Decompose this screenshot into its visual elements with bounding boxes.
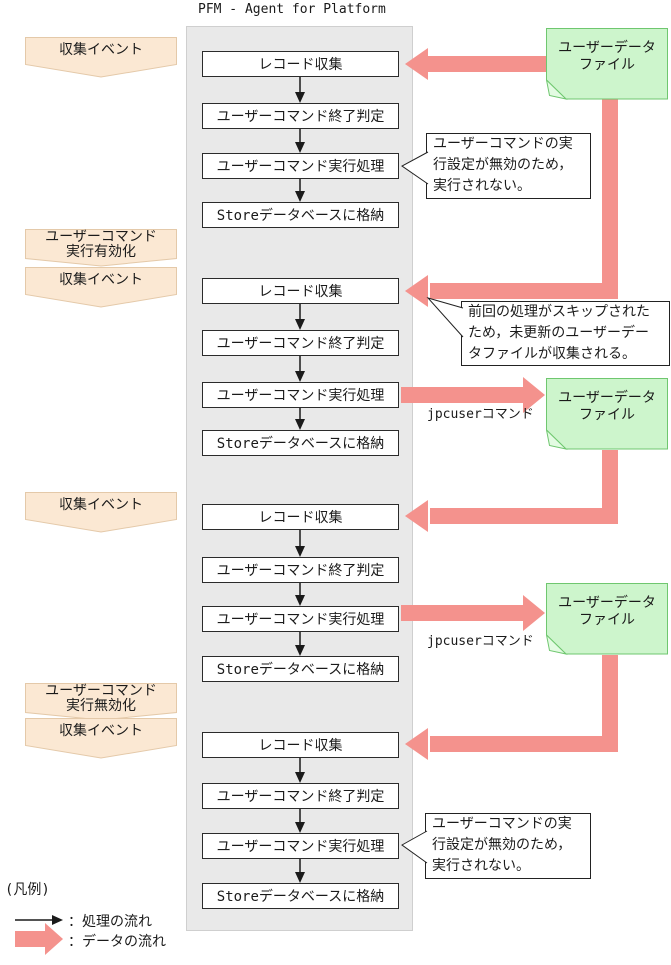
flow-step-cmd-exec-1: ユーザーコマンド実行処理: [202, 153, 399, 179]
event-banner-label: 収集イベント: [59, 723, 143, 739]
data-flow-arrow-note3-to-record4: [405, 655, 618, 760]
callout-line: ユーザーコマンドの実: [432, 816, 572, 832]
callout-exec-disabled-2: ユーザーコマンドの実 行設定が無効のため， 実行されない。: [425, 813, 591, 879]
event-banner-label: ユーザーコマンド: [45, 683, 157, 699]
event-banner-cmd-enable: ユーザーコマンド 実行有効化: [25, 229, 177, 267]
data-flow-arrow-note2-to-record3: [405, 450, 618, 532]
callout-exec-disabled-1: ユーザーコマンドの実 行設定が無効のため， 実行されない。: [426, 133, 591, 199]
callout-line: 行設定が無効のため，: [432, 837, 572, 853]
process-flow-arrows: [295, 77, 305, 883]
note-label: ユーザーデータ: [558, 40, 656, 56]
flow-step-store-db-3: Storeデータベースに格納: [202, 656, 399, 682]
note-label: ユーザーデータ: [558, 595, 656, 611]
legend-heading: (凡例): [5, 882, 50, 898]
user-data-file-note-3: ユーザーデータ ファイル: [546, 583, 668, 655]
flow-step-cmd-exec-4: ユーザーコマンド実行処理: [202, 833, 399, 859]
legend-data-flow-label: ：データの流れ: [68, 934, 166, 950]
note-label: ユーザーデータ: [558, 390, 656, 406]
callout-skipped-collect: 前回の処理がスキップされた ため，未更新のユーザーデー タファイルが収集される。: [461, 301, 670, 366]
callout-line: 実行されない。: [433, 178, 531, 194]
event-banner-collect-3: 収集イベント: [25, 492, 177, 533]
legend-process-flow-label: ：処理の流れ: [68, 914, 152, 930]
legend-data-arrow: [15, 923, 63, 955]
data-flow-arrow-note1-to-record2: [405, 98, 618, 307]
flow-step-store-db-4: Storeデータベースに格納: [202, 883, 399, 909]
user-data-file-note-2: ユーザーデータ ファイル: [546, 378, 668, 450]
note-label: ファイル: [579, 407, 635, 423]
event-banner-label: 実行無効化: [66, 698, 136, 714]
event-banner-collect-2: 収集イベント: [25, 267, 177, 308]
flow-step-record-collect-2: レコード収集: [202, 278, 399, 304]
callout-line: 前回の処理がスキップされた: [468, 304, 650, 320]
flow-step-cmd-exec-2: ユーザーコマンド実行処理: [202, 382, 399, 408]
flow-step-cmd-end-judge-1: ユーザーコマンド終了判定: [202, 103, 399, 129]
data-flow-arrow-exec3-to-note3: [401, 595, 545, 631]
event-banner-label: 収集イベント: [59, 272, 143, 288]
flow-step-store-db-2: Storeデータベースに格納: [202, 430, 399, 456]
event-banner-label: 収集イベント: [59, 497, 143, 513]
jpcuser-command-label-2: jpcuserコマンド: [427, 634, 534, 649]
note-label: ファイル: [579, 612, 635, 628]
event-banner-label: 収集イベント: [59, 42, 143, 58]
event-banner-label: ユーザーコマンド: [45, 229, 157, 245]
diagram-title: PFM - Agent for Platform: [198, 2, 386, 17]
flow-step-store-db-1: Storeデータベースに格納: [202, 202, 399, 228]
flow-step-cmd-end-judge-2: ユーザーコマンド終了判定: [202, 330, 399, 356]
flow-step-record-collect-4: レコード収集: [202, 732, 399, 758]
flow-step-cmd-end-judge-3: ユーザーコマンド終了判定: [202, 557, 399, 583]
flow-step-record-collect-1: レコード収集: [202, 51, 399, 77]
callout-line: ユーザーコマンドの実: [433, 136, 573, 152]
note-label: ファイル: [579, 57, 635, 73]
callout-line: 実行されない。: [432, 858, 530, 874]
jpcuser-command-label-1: jpcuserコマンド: [427, 407, 534, 422]
event-banner-cmd-disable: ユーザーコマンド 実行無効化: [25, 683, 177, 721]
flow-step-record-collect-3: レコード収集: [202, 504, 399, 530]
data-flow-arrow-note1-to-record1: [405, 48, 546, 80]
event-banner-collect-4: 収集イベント: [25, 718, 177, 759]
event-banner-collect-1: 収集イベント: [25, 37, 177, 78]
flow-step-cmd-exec-3: ユーザーコマンド実行処理: [202, 606, 399, 632]
flow-step-cmd-end-judge-4: ユーザーコマンド終了判定: [202, 783, 399, 809]
event-banner-label: 実行有効化: [66, 244, 136, 260]
data-flow-arrow-exec2-to-note2: [401, 377, 545, 413]
user-data-file-note-1: ユーザーデータ ファイル: [546, 28, 668, 100]
callout-line: ため，未更新のユーザーデー: [468, 325, 650, 341]
callout-line: タファイルが収集される。: [468, 346, 636, 362]
callout-line: 行設定が無効のため，: [433, 157, 573, 173]
legend-process-arrow: [15, 915, 63, 925]
